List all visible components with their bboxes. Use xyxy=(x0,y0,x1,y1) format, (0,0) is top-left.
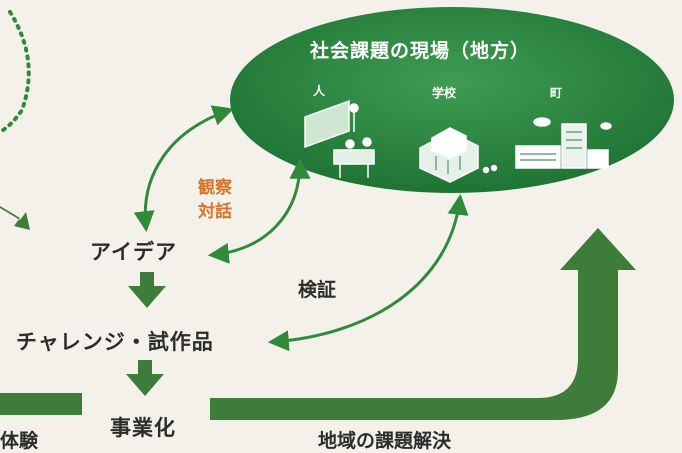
challenge-label: チャレンジ・試作品 xyxy=(16,330,214,354)
solve-arrow xyxy=(210,228,636,420)
observe-line-1: 観察 xyxy=(198,178,232,198)
left-incoming-arrow xyxy=(0,206,30,230)
town-buildings-icon xyxy=(515,117,612,169)
down-arrow-idea-to-challenge xyxy=(128,272,166,308)
curve-ellipse-to-idea xyxy=(133,105,234,233)
label-town: 町 xyxy=(550,86,563,100)
curve-challenge-to-field xyxy=(267,193,469,352)
down-arrow-challenge-to-business xyxy=(126,360,164,396)
business-label: 事業化 xyxy=(110,416,176,440)
label-person: 人 xyxy=(313,84,326,98)
observe-line-2: 対話 xyxy=(198,202,232,222)
label-school: 学校 xyxy=(432,86,457,100)
left-partial-label: 体験 xyxy=(0,430,39,452)
solve-label: 地域の課題解決 xyxy=(318,430,452,452)
observe-label: 観察 対話 xyxy=(198,176,232,224)
idea-label: アイデア xyxy=(90,240,177,264)
ellipse-title: 社会課題の現場（地方） xyxy=(310,40,531,62)
dotted-circle-arc xyxy=(0,10,31,134)
verify-label: 検証 xyxy=(298,279,337,301)
school-building-icon xyxy=(419,127,498,183)
classroom-people-icon xyxy=(304,99,375,178)
left-bar xyxy=(0,393,82,415)
